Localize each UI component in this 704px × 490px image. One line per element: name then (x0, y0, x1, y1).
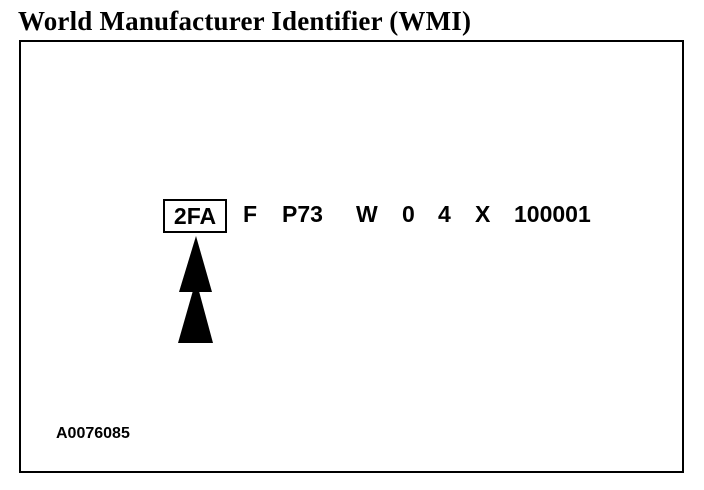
vin-wmi: 2FA (173, 203, 217, 229)
vin-segment-check-digit: 0 (402, 201, 415, 227)
vin-segment-plant: X (475, 201, 491, 227)
vin-segment-model-year: 4 (438, 201, 451, 227)
diagram-title: World Manufacturer Identifier (WMI) (18, 6, 472, 36)
vin-segment-engine: W (356, 201, 378, 227)
diagram-frame (19, 40, 684, 473)
vin-segment-serial: 100001 (514, 201, 591, 227)
vin-segment-vehicle-line: F (243, 201, 258, 227)
up-arrow-icon (178, 236, 213, 343)
vin-segment-model: P73 (282, 201, 323, 227)
wmi-highlight-box: 2FA (163, 199, 227, 233)
reference-code: A0076085 (56, 425, 130, 442)
